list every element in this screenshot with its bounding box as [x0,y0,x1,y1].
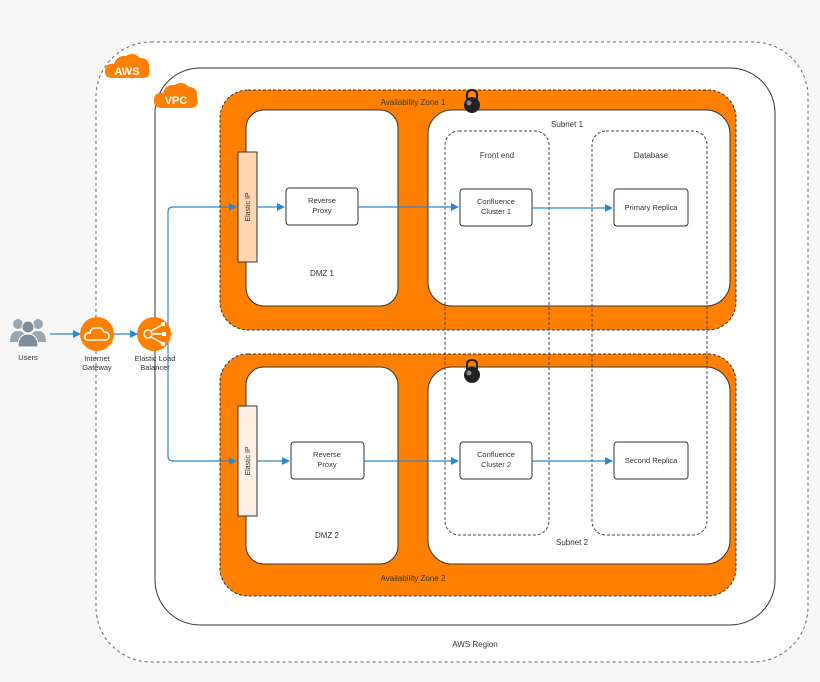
front-end-group [444,130,550,536]
confluence-cluster-2-line1: Confluence [477,450,515,459]
subnet-2-box [427,366,731,565]
cloud-icon [80,317,114,351]
second-replica [613,441,689,480]
vpc-badge-label: VPC [165,95,188,107]
aws-region-label: AWS Region [452,640,498,649]
vpc-badge: VPC [153,82,198,108]
cloud-badge-icon [104,53,150,78]
availability-zone-1-label: Availability Zone 1 [381,98,446,107]
elb-label-line2: Balancer [140,363,170,372]
database-group [591,130,708,536]
confluence-cluster-1-line1: Confluence [477,197,515,206]
reverse-proxy-2-line1: Reverse [313,450,341,459]
elb-label-line1: Elastic Load [135,354,176,363]
confluence-cluster-1-line2: Cluster 1 [481,207,511,216]
confluence-cluster-2-line2: Cluster 2 [481,460,511,469]
reverse-proxy-1-line1: Reverse [308,196,336,205]
padlock-icon [464,88,480,113]
primary-replica [613,188,689,227]
elastic-ip-top-label: Elastic IP [245,192,252,222]
aws-badge: AWS [104,53,150,78]
subnet-2-label: Subnet 2 [556,538,589,547]
front-end-label: Front end [480,151,514,160]
reverse-proxy-2-line2: Proxy [317,460,336,469]
arrow-elb-to-elastic-ip-bottom [167,334,237,465]
elastic-ip-bottom-label: Elastic IP [245,446,252,476]
subnet-1-label: Subnet 1 [551,120,584,129]
availability-zone-2-label: Availability Zone 2 [381,574,446,583]
padlock-icon [464,358,480,383]
load-balancer-icon [137,317,171,351]
gateway-label-line1: Internet [84,354,110,363]
connectors [50,203,613,465]
dmz-1-label: DMZ 1 [310,269,335,278]
aws-badge-label: AWS [114,66,139,78]
database-label: Database [634,151,669,160]
users-label: Users [18,353,38,362]
gateway-label-line2: Gateway [82,363,112,372]
primary-replica-label: Primary Replica [625,203,679,212]
second-replica-label: Second Replica [625,456,678,465]
dmz-2-label: DMZ 2 [315,531,340,540]
reverse-proxy-1-line2: Proxy [312,206,331,215]
arrow-elb-to-elastic-ip-top [167,203,237,335]
users-icon [10,319,46,348]
cloud-badge-icon [153,82,198,108]
